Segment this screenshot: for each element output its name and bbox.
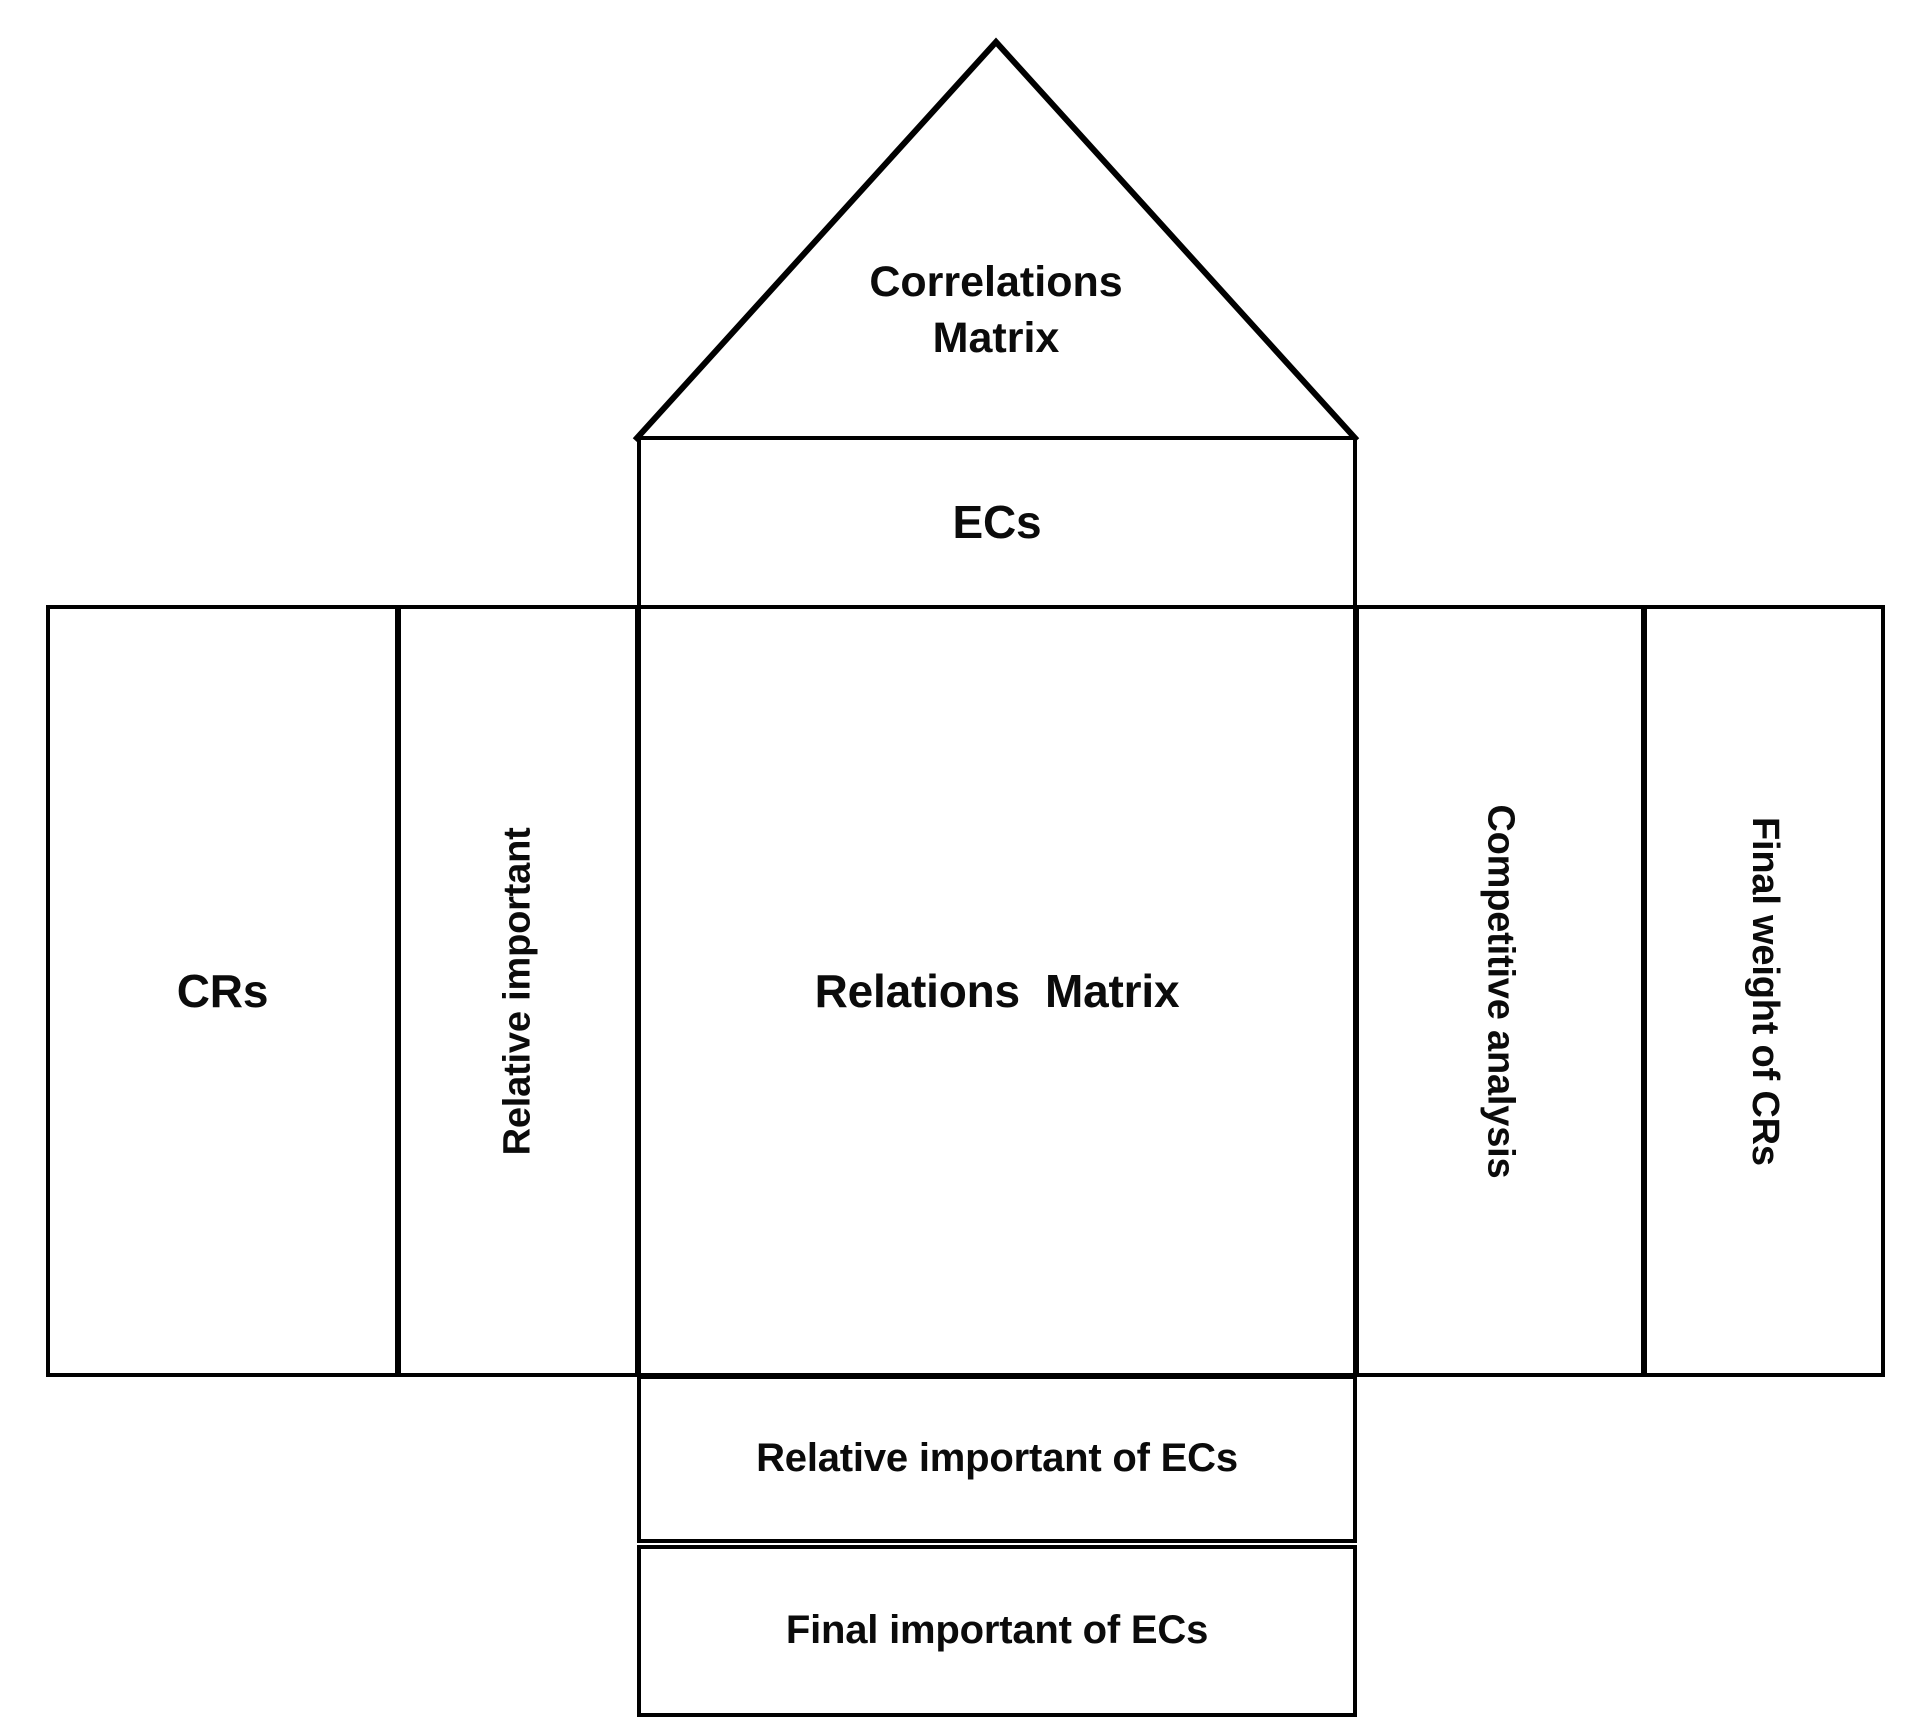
relative-important-box[interactable]: Relative important <box>397 605 639 1377</box>
crs-label: CRs <box>176 964 269 1017</box>
ecs-label: ECs <box>952 496 1042 549</box>
correlations-matrix-label-line1: Correlations <box>869 258 1123 306</box>
relative-important-label: Relative important <box>496 827 539 1155</box>
relative-important-of-ecs-label: Relative important of ECs <box>756 1436 1238 1481</box>
roof-triangle-outline <box>632 37 1360 443</box>
ecs-box[interactable]: ECs <box>637 436 1357 609</box>
final-important-of-ecs-box[interactable]: Final important of ECs <box>637 1545 1357 1717</box>
final-important-of-ecs-label: Final important of ECs <box>785 1608 1209 1653</box>
correlations-matrix-label: Correlations Matrix <box>637 255 1355 367</box>
correlations-matrix-label-line2: Matrix <box>932 313 1060 362</box>
relations-matrix-label: Relations Matrix <box>814 964 1180 1017</box>
correlations-matrix-roof <box>620 26 1372 446</box>
final-weight-of-crs-label: Final weight of CRs <box>1743 816 1786 1166</box>
crs-box[interactable]: CRs <box>46 605 399 1377</box>
relations-matrix-box[interactable]: Relations Matrix <box>637 605 1357 1377</box>
relative-important-of-ecs-box[interactable]: Relative important of ECs <box>637 1375 1357 1543</box>
competitive-analysis-label: Competitive analysis <box>1479 803 1522 1179</box>
competitive-analysis-box[interactable]: Competitive analysis <box>1355 605 1645 1377</box>
final-weight-of-crs-box[interactable]: Final weight of CRs <box>1643 605 1885 1377</box>
